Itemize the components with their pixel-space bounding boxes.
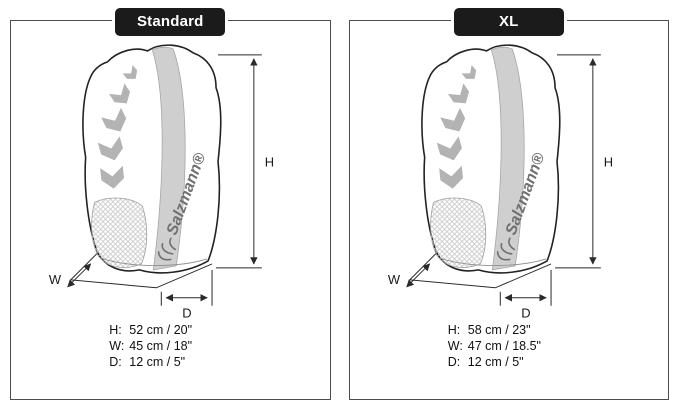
- chevron-pattern: [436, 64, 476, 189]
- mesh-pocket: [429, 197, 486, 268]
- dim-value: 47 cm / 18.5": [467, 338, 541, 353]
- brand-logo-icon: [157, 237, 177, 261]
- d-ticks: [160, 269, 213, 306]
- stripe: [151, 46, 186, 271]
- panel-xl: XL: [348, 5, 669, 400]
- w-label: W: [49, 272, 62, 287]
- dim-value: 45 cm / 18": [129, 338, 193, 353]
- size-badge-standard: Standard: [112, 5, 229, 39]
- dim-key: H:: [447, 322, 461, 337]
- dim-value: 52 cm / 20": [129, 322, 193, 337]
- backpack-illustration: Salzmann® H W D: [387, 44, 613, 321]
- d-ticks: [499, 269, 552, 306]
- dimension-row-d: D: 12 cm / 5": [448, 354, 570, 370]
- hem-line: [438, 257, 546, 266]
- dim-value: 12 cm / 5": [467, 354, 524, 369]
- dim-value: 12 cm / 5": [129, 354, 186, 369]
- dim-key: D:: [109, 354, 122, 369]
- h-dimension: [554, 54, 601, 269]
- w-dimension: [67, 263, 92, 288]
- dim-value: 58 cm / 23": [467, 322, 531, 337]
- dimensions-list: H: 52 cm / 20" W: 45 cm / 18" D: 12 cm /…: [109, 322, 231, 370]
- dimension-row-w: W: 45 cm / 18": [109, 338, 231, 354]
- dim-key: H:: [109, 322, 122, 337]
- dim-key: D:: [447, 354, 461, 369]
- panel-standard: Standard: [10, 5, 331, 400]
- dimension-row-w: W: 47 cm / 18.5": [448, 338, 570, 354]
- h-dimension: [216, 54, 262, 269]
- backpack-illustration: Salzmann® H W D: [49, 44, 274, 321]
- brand-logo-icon: [496, 237, 515, 261]
- size-badge-xl: XL: [450, 5, 567, 39]
- d-label: D: [521, 306, 530, 321]
- mesh-pocket: [91, 197, 148, 268]
- dim-key: W:: [447, 338, 463, 353]
- stripe: [490, 46, 525, 271]
- dimensions-list: H: 58 cm / 23" W: 47 cm / 18.5" D: 12 cm…: [448, 322, 570, 370]
- dimension-row-d: D: 12 cm / 5": [109, 354, 231, 370]
- h-label: H: [265, 154, 274, 169]
- hem-line: [100, 257, 208, 266]
- h-label: H: [603, 154, 612, 169]
- dim-key: W:: [109, 338, 125, 353]
- d-label: D: [182, 306, 191, 321]
- w-label: W: [387, 272, 400, 287]
- dimension-row-h: H: 58 cm / 23": [448, 322, 570, 338]
- chevron-pattern: [97, 64, 138, 189]
- w-dimension: [405, 263, 430, 288]
- dimension-row-h: H: 52 cm / 20": [109, 322, 231, 338]
